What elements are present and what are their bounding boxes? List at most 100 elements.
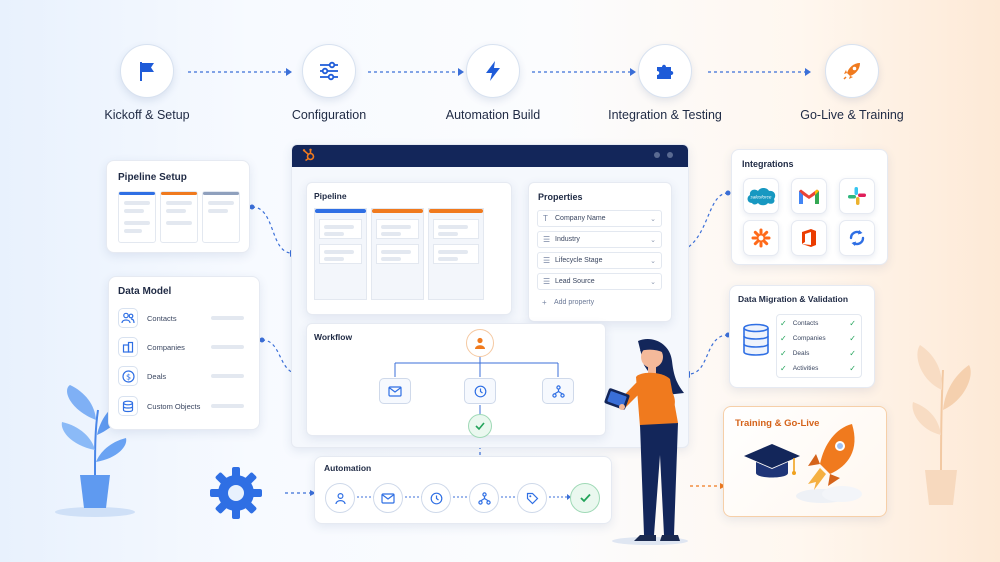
step-label: Integration & Testing <box>608 108 722 122</box>
slack-integration[interactable] <box>839 178 875 214</box>
workflow-branch-node[interactable] <box>542 378 574 404</box>
window-titlebar <box>292 145 688 167</box>
checkmark-icon: ✓ <box>849 318 856 328</box>
property-lifecycle-stage[interactable]: ☰Lifecycle Stage⌄ <box>537 252 662 269</box>
data-model-item-companies[interactable]: Companies <box>118 336 185 358</box>
data-model-title: Data Model <box>118 286 172 297</box>
clock-icon <box>430 492 442 504</box>
migration-item: ✓Deals✓ <box>780 348 856 358</box>
pipeline-setup-title: Pipeline Setup <box>118 172 187 183</box>
step-circle <box>638 44 692 98</box>
migration-checklist <box>776 314 862 378</box>
office-logo-icon <box>802 229 816 247</box>
property-industry[interactable]: ☰Industry⌄ <box>537 231 662 248</box>
automation-title: Automation <box>324 463 372 473</box>
pipeline-title: Pipeline <box>314 191 347 201</box>
checkmark-icon: ✓ <box>849 363 856 373</box>
salesforce-logo-icon: salesforce <box>747 188 776 206</box>
pipeline-column <box>314 208 367 300</box>
automation-branch-node[interactable] <box>469 483 499 513</box>
hubspot-logo-icon <box>302 148 315 162</box>
dollar-icon: $ <box>121 369 135 383</box>
step-circle <box>120 44 174 98</box>
rocket-icon <box>843 63 860 80</box>
plus-icon: + <box>542 298 547 307</box>
workflow-complete-node[interactable] <box>468 414 492 438</box>
migration-item: ✓Companies✓ <box>780 333 856 343</box>
workflow-branch-lines <box>394 355 559 417</box>
step-label: Go-Live & Training <box>800 108 904 122</box>
gear-icon <box>210 467 262 519</box>
pipeline-setup-card: Pipeline Setup <box>106 160 250 253</box>
step-label: Configuration <box>291 108 367 122</box>
workflow-trigger-node[interactable] <box>466 329 494 357</box>
salesforce-integration[interactable]: salesforce <box>743 178 779 214</box>
flag-icon <box>140 62 154 81</box>
automation-delay-node[interactable] <box>421 483 451 513</box>
workflow-title: Workflow <box>314 332 353 342</box>
pipeline-column <box>160 191 198 243</box>
sync-logo-icon <box>849 230 865 246</box>
migration-item: ✓Contacts✓ <box>780 318 856 328</box>
svg-text:$: $ <box>125 372 130 381</box>
pipeline-column <box>371 208 424 300</box>
checkmark-icon: ✓ <box>780 363 787 373</box>
list-icon: ☰ <box>543 235 551 244</box>
automation-tag-node[interactable] <box>517 483 547 513</box>
gmail-integration[interactable] <box>791 178 827 214</box>
step-configuration[interactable]: Configuration <box>249 44 409 122</box>
person-icon <box>334 492 346 504</box>
data-model-item-deals[interactable]: $ Deals <box>118 365 166 387</box>
slack-logo-icon <box>848 187 866 205</box>
migration-item: ✓Activities✓ <box>780 363 856 373</box>
zapier-logo-icon <box>751 228 771 248</box>
sync-integration[interactable] <box>839 220 875 256</box>
list-icon: ☰ <box>543 277 551 286</box>
database-icon <box>122 400 134 412</box>
zapier-integration[interactable] <box>743 220 779 256</box>
step-integration-testing[interactable]: Integration & Testing <box>585 44 745 122</box>
plant-illustration-right <box>912 345 971 505</box>
puzzle-icon <box>657 64 674 79</box>
workflow-delay-node[interactable] <box>464 378 496 404</box>
pipeline-column <box>428 208 484 300</box>
sliders-icon <box>320 61 338 81</box>
automation-complete-node[interactable] <box>570 483 600 513</box>
tag-icon <box>526 492 538 504</box>
gmail-logo-icon <box>799 189 819 204</box>
users-icon <box>121 312 135 324</box>
add-property-button[interactable]: +Add property <box>537 294 662 311</box>
integrations-title: Integrations <box>742 159 794 169</box>
window-dot[interactable] <box>667 152 673 158</box>
checkmark-icon: ✓ <box>849 333 856 343</box>
checkmark-icon: ✓ <box>780 333 787 343</box>
automation-contact-node[interactable] <box>325 483 355 513</box>
clock-icon <box>474 385 486 397</box>
lightning-icon <box>486 61 500 81</box>
checkmark-icon <box>475 422 485 431</box>
training-title: Training & Go-Live <box>735 418 820 429</box>
chevron-down-icon: ⌄ <box>650 257 656 265</box>
step-circle <box>466 44 520 98</box>
office-integration[interactable] <box>791 220 827 256</box>
database-icon <box>743 323 769 356</box>
chevron-down-icon: ⌄ <box>650 278 656 286</box>
checkmark-icon: ✓ <box>780 318 787 328</box>
email-icon <box>388 385 402 397</box>
automation-card <box>314 456 612 524</box>
window-dot[interactable] <box>654 152 660 158</box>
workflow-email-node[interactable] <box>379 378 411 404</box>
step-automation-build[interactable]: Automation Build <box>413 44 573 122</box>
email-icon <box>381 492 395 504</box>
svg-text:salesforce: salesforce <box>751 195 772 200</box>
pipeline-column <box>202 191 240 243</box>
automation-email-node[interactable] <box>373 483 403 513</box>
data-migration-title: Data Migration & Validation <box>738 294 849 304</box>
data-model-item-contacts[interactable]: Contacts <box>118 307 177 329</box>
step-kickoff[interactable]: Kickoff & Setup <box>67 44 227 122</box>
properties-title: Properties <box>538 192 583 202</box>
data-model-item-custom-objects[interactable]: Custom Objects <box>118 395 200 417</box>
step-go-live-training[interactable]: Go-Live & Training <box>772 44 932 122</box>
property-lead-source[interactable]: ☰Lead Source⌄ <box>537 273 662 290</box>
